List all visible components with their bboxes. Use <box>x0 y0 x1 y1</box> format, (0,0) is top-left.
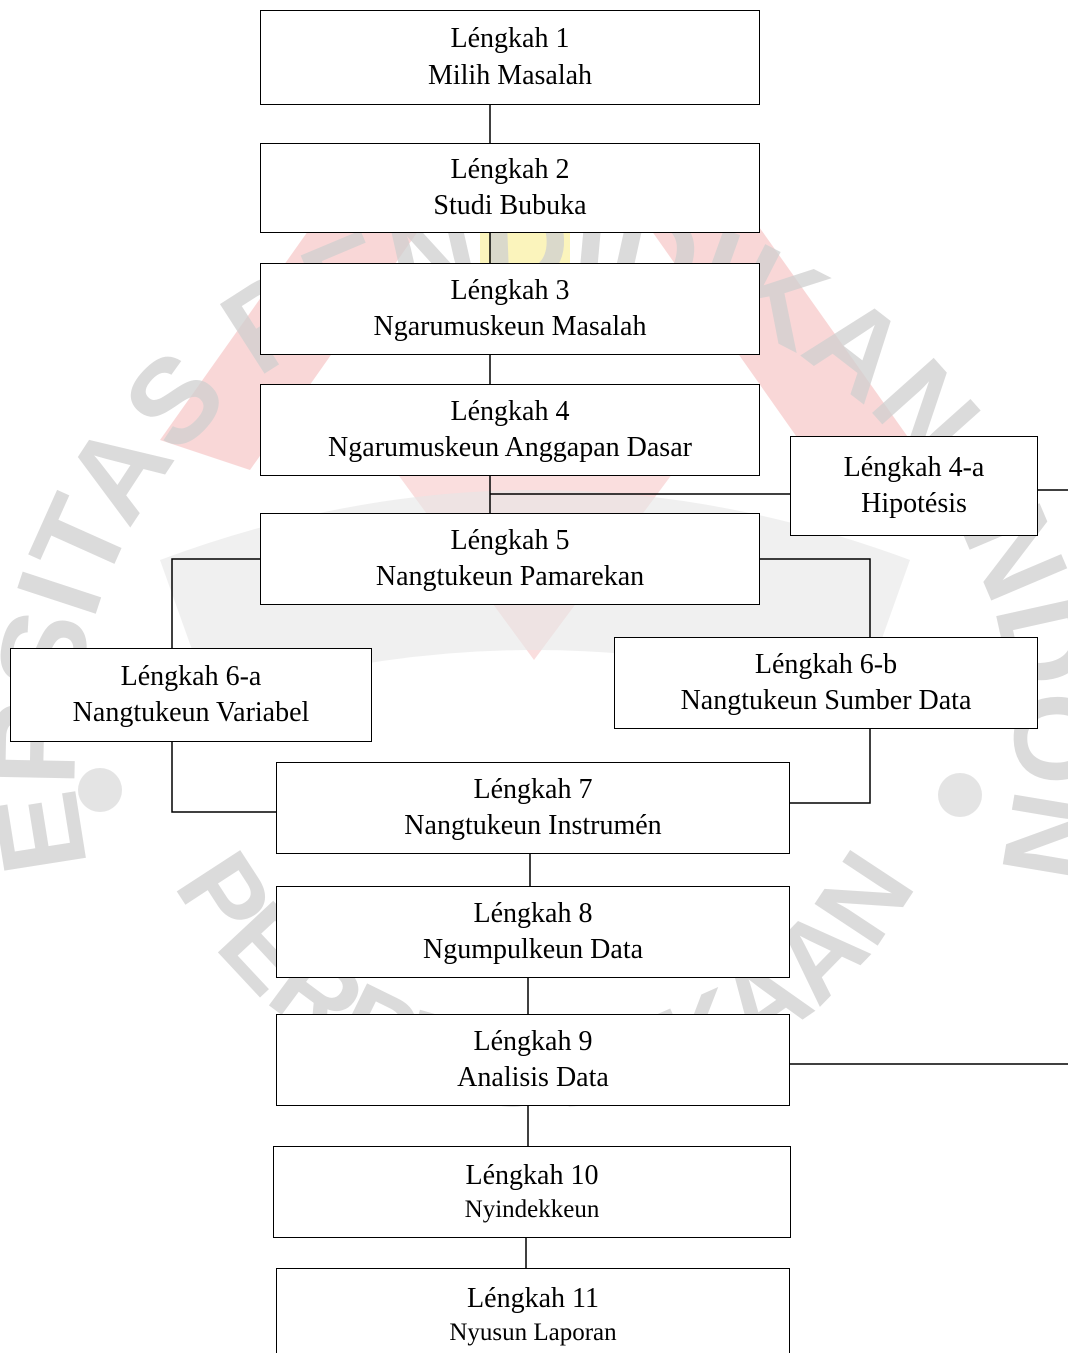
step-9-title: Léngkah 9 <box>473 1025 593 1057</box>
step-4a-title: Léngkah 4-a <box>843 451 985 483</box>
step-10-desc: Nyindekkeun <box>464 1195 600 1223</box>
step-2-box: Léngkah 2 Studi Bubuka <box>260 143 760 233</box>
step-6a-desc: Nangtukeun Variabel <box>72 697 310 728</box>
step-10-title: Léngkah 10 <box>465 1159 599 1191</box>
step-9-desc: Analisis Data <box>457 1062 609 1093</box>
connector-5-6a <box>171 558 260 648</box>
step-10-box: Léngkah 10 Nyindekkeun <box>273 1146 791 1238</box>
step-5-desc: Nangtukeun Pamarekan <box>375 561 645 592</box>
step-6b-title: Léngkah 6-b <box>754 648 898 680</box>
step-5-box: Léngkah 5 Nangtukeun Pamarekan <box>260 513 760 605</box>
step-11-title: Léngkah 11 <box>467 1283 599 1315</box>
step-1-box: Léngkah 1 Milih Masalah <box>260 10 760 105</box>
step-3-box: Léngkah 3 Ngarumuskeun Masalah <box>260 263 760 355</box>
step-7-box: Léngkah 7 Nangtukeun Instrumén <box>276 762 790 854</box>
step-6b-desc: Nangtukeun Sumber Data <box>680 685 972 716</box>
step-2-desc: Studi Bubuka <box>433 190 587 221</box>
step-6a-box: Léngkah 6-a Nangtukeun Variabel <box>10 648 372 742</box>
step-11-desc: Nyusun Laporan <box>449 1319 617 1347</box>
step-4a-box: Léngkah 4-a Hipotésis <box>790 436 1038 536</box>
step-1-desc: Milih Masalah <box>427 59 593 91</box>
connector-6b-7 <box>790 729 871 804</box>
step-7-desc: Nangtukeun Instrumén <box>404 810 662 841</box>
step-8-box: Léngkah 8 Ngumpulkeun Data <box>276 886 790 978</box>
step-3-title: Léngkah 3 <box>450 274 570 306</box>
step-5-title: Léngkah 5 <box>450 524 570 556</box>
step-11-box: Léngkah 11 Nyusun Laporan <box>276 1268 790 1353</box>
step-6b-box: Léngkah 6-b Nangtukeun Sumber Data <box>614 637 1038 729</box>
connector-5-6b <box>760 558 871 637</box>
step-4-box: Léngkah 4 Ngarumuskeun Anggapan Dasar <box>260 384 760 476</box>
step-2-title: Léngkah 2 <box>450 153 570 185</box>
step-1-title: Léngkah 1 <box>450 23 570 55</box>
step-7-title: Léngkah 7 <box>473 773 593 805</box>
step-4-title: Léngkah 4 <box>450 395 570 427</box>
step-8-desc: Ngumpulkeun Data <box>422 934 644 965</box>
step-6a-title: Léngkah 6-a <box>120 660 262 692</box>
step-8-title: Léngkah 8 <box>473 897 593 929</box>
connector-6a-7 <box>171 742 276 813</box>
step-9-box: Léngkah 9 Analisis Data <box>276 1014 790 1106</box>
step-3-desc: Ngarumuskeun Masalah <box>373 311 647 342</box>
step-4a-desc: Hipotésis <box>861 488 967 519</box>
step-4-desc: Ngarumuskeun Anggapan Dasar <box>328 432 692 463</box>
